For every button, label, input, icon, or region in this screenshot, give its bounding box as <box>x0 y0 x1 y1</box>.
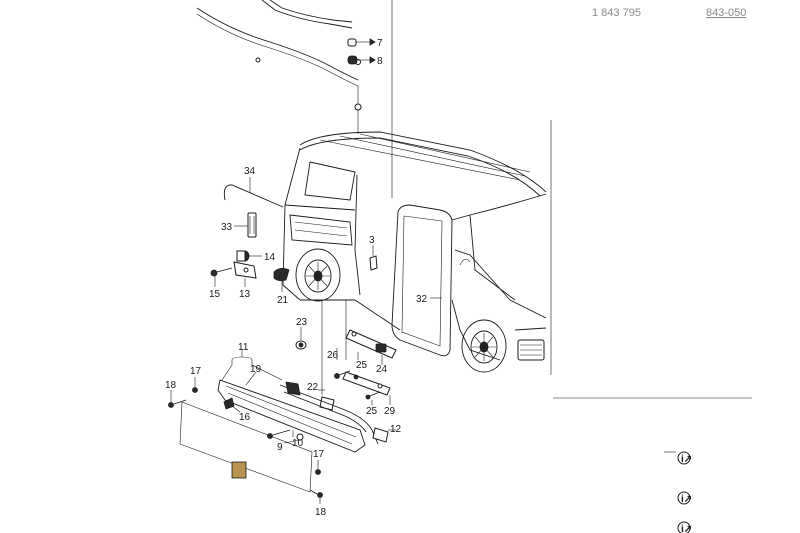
cap-part-21 <box>273 268 290 292</box>
label-part-21: 21 <box>277 295 289 306</box>
label-part-25a: 25 <box>356 360 368 371</box>
bracket-part-33 <box>234 212 257 238</box>
label-part-14: 14 <box>264 252 276 263</box>
ref-number-left: 1 843 795 <box>592 7 641 19</box>
label-part-12: 12 <box>390 424 402 435</box>
label-part-29: 29 <box>384 406 396 417</box>
rear-wheel <box>295 248 341 302</box>
screw-part-26 <box>334 348 351 379</box>
label-part-22: 22 <box>307 382 319 393</box>
label-part-23: 23 <box>296 317 308 328</box>
label-part-17b: 17 <box>313 449 325 460</box>
label-part-17a: 17 <box>190 366 202 377</box>
label-part-18b: 18 <box>315 507 327 518</box>
front-wheel <box>461 319 507 373</box>
info-icon-3[interactable]: i↗ <box>677 521 692 533</box>
label-part-34: 34 <box>244 166 256 177</box>
label-part-19: 19 <box>250 364 262 375</box>
slider-part-22 <box>318 389 335 411</box>
label-part-7: 7 <box>377 38 383 49</box>
guide-part-25-29 <box>342 371 391 405</box>
label-part-8: 8 <box>377 56 383 67</box>
label-part-32: 32 <box>416 294 428 305</box>
bolt-part-15 <box>210 267 233 287</box>
label-part-11: 11 <box>238 342 249 353</box>
lower-rail-assembly <box>217 379 396 453</box>
van-body <box>282 131 547 361</box>
label-part-25b: 25 <box>366 406 378 417</box>
label-part-33: 33 <box>221 222 233 233</box>
info-icon-2[interactable]: i↗ <box>677 491 692 505</box>
stopper-part-23 <box>295 327 307 350</box>
screw-part-18-lower <box>309 489 323 504</box>
label-part-16: 16 <box>239 412 251 423</box>
brace-part-11 <box>221 350 283 381</box>
top-rail <box>261 0 353 29</box>
svg-text:i↗: i↗ <box>681 524 692 533</box>
clip-part-17-lower <box>315 460 321 475</box>
label-part-15: 15 <box>209 289 221 300</box>
guide-part-24 <box>345 329 397 365</box>
label-part-13: 13 <box>239 289 251 300</box>
clip-part-8 <box>347 55 376 65</box>
svg-text:i↗: i↗ <box>681 494 692 505</box>
label-part-26: 26 <box>327 350 339 361</box>
plate-part-13 <box>233 261 257 287</box>
label-part-3: 3 <box>369 235 375 246</box>
bracket-part-3 <box>369 245 378 271</box>
screw-part-10 <box>267 429 294 439</box>
label-part-10: 10 <box>292 438 304 449</box>
label-part-18a: 18 <box>165 380 177 391</box>
clip-part-17-upper <box>192 377 198 393</box>
clip-part-7 <box>347 38 376 47</box>
info-icon-1[interactable]: i↗ <box>677 451 692 465</box>
highlighted-part <box>231 461 247 479</box>
rod-part-34 <box>223 177 284 208</box>
label-part-9: 9 <box>277 442 283 453</box>
label-part-24: 24 <box>376 364 388 375</box>
svg-text:i↗: i↗ <box>681 454 692 465</box>
clip-part-16 <box>223 397 241 413</box>
roller-part-14 <box>236 250 262 262</box>
screw-part-18-upper <box>168 390 187 408</box>
roof-seal-strip <box>196 7 359 87</box>
ref-number-right: 843-050 <box>706 7 746 19</box>
